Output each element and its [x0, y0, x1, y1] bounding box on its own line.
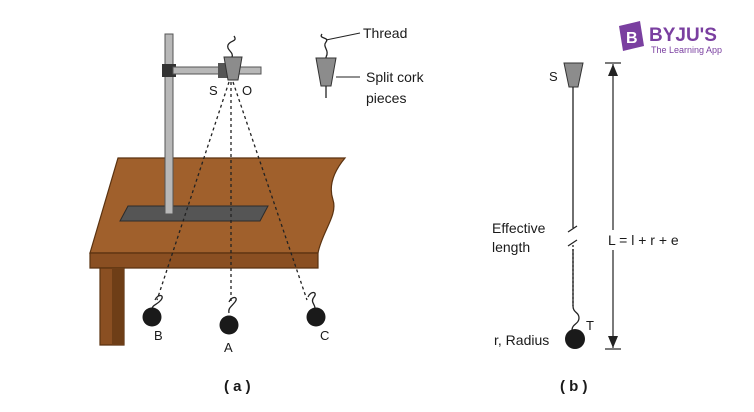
label-s-a: S: [209, 83, 218, 98]
thread-to-b: [156, 81, 230, 301]
label-o-a: O: [242, 83, 252, 98]
clamp-arm: [172, 66, 262, 75]
logo-badge-icon: [619, 21, 644, 51]
retort-stand: [162, 33, 262, 215]
stand-rod: [164, 33, 174, 215]
thread-label: Thread: [363, 25, 407, 41]
split-cork: [223, 56, 243, 81]
pointer-thread: [325, 32, 361, 41]
logo-name: BYJU'S: [649, 25, 717, 46]
stand-base-plate: [119, 205, 269, 222]
cork-b: [563, 62, 584, 88]
length-formula: L = l + r + e: [608, 232, 679, 248]
label-s-b: S: [549, 69, 558, 84]
label-b: B: [154, 328, 163, 343]
radius-label: r, Radius: [494, 332, 549, 348]
effective-length-line2: length: [492, 239, 530, 255]
figure-a: S O A B C Thread Split cork pieces ( a ): [89, 25, 425, 395]
inset-thread: [320, 33, 328, 58]
effective-length-line1: Effective: [492, 220, 546, 236]
figure-b: S T Effective length L = l + r + e r, Ra…: [492, 62, 685, 395]
byjus-logo: B BYJU'S The Learning App: [619, 21, 722, 55]
clamp-boss: [218, 63, 228, 78]
cork-label-line1: Split cork: [366, 69, 425, 85]
table: [89, 157, 347, 346]
caption-b: ( b ): [560, 378, 588, 395]
thread-coil-top: [227, 35, 236, 58]
label-t-b: T: [586, 318, 594, 333]
bob-c: [306, 291, 326, 327]
table-front-edge: [89, 252, 319, 269]
bob-b: [142, 294, 163, 327]
caption-a: ( a ): [224, 378, 251, 395]
inset-cork: [315, 57, 337, 87]
logo-tagline: The Learning App: [651, 45, 722, 55]
cork-label-line2: pieces: [366, 90, 406, 106]
logo-letter: B: [626, 30, 638, 47]
inset-cork-detail: [315, 32, 361, 98]
thread-to-c: [232, 81, 308, 301]
bob-a: [219, 296, 239, 335]
label-a: A: [224, 340, 233, 355]
bob-b-fig: [565, 329, 585, 349]
label-c: C: [320, 328, 329, 343]
hook-b: [571, 305, 580, 331]
